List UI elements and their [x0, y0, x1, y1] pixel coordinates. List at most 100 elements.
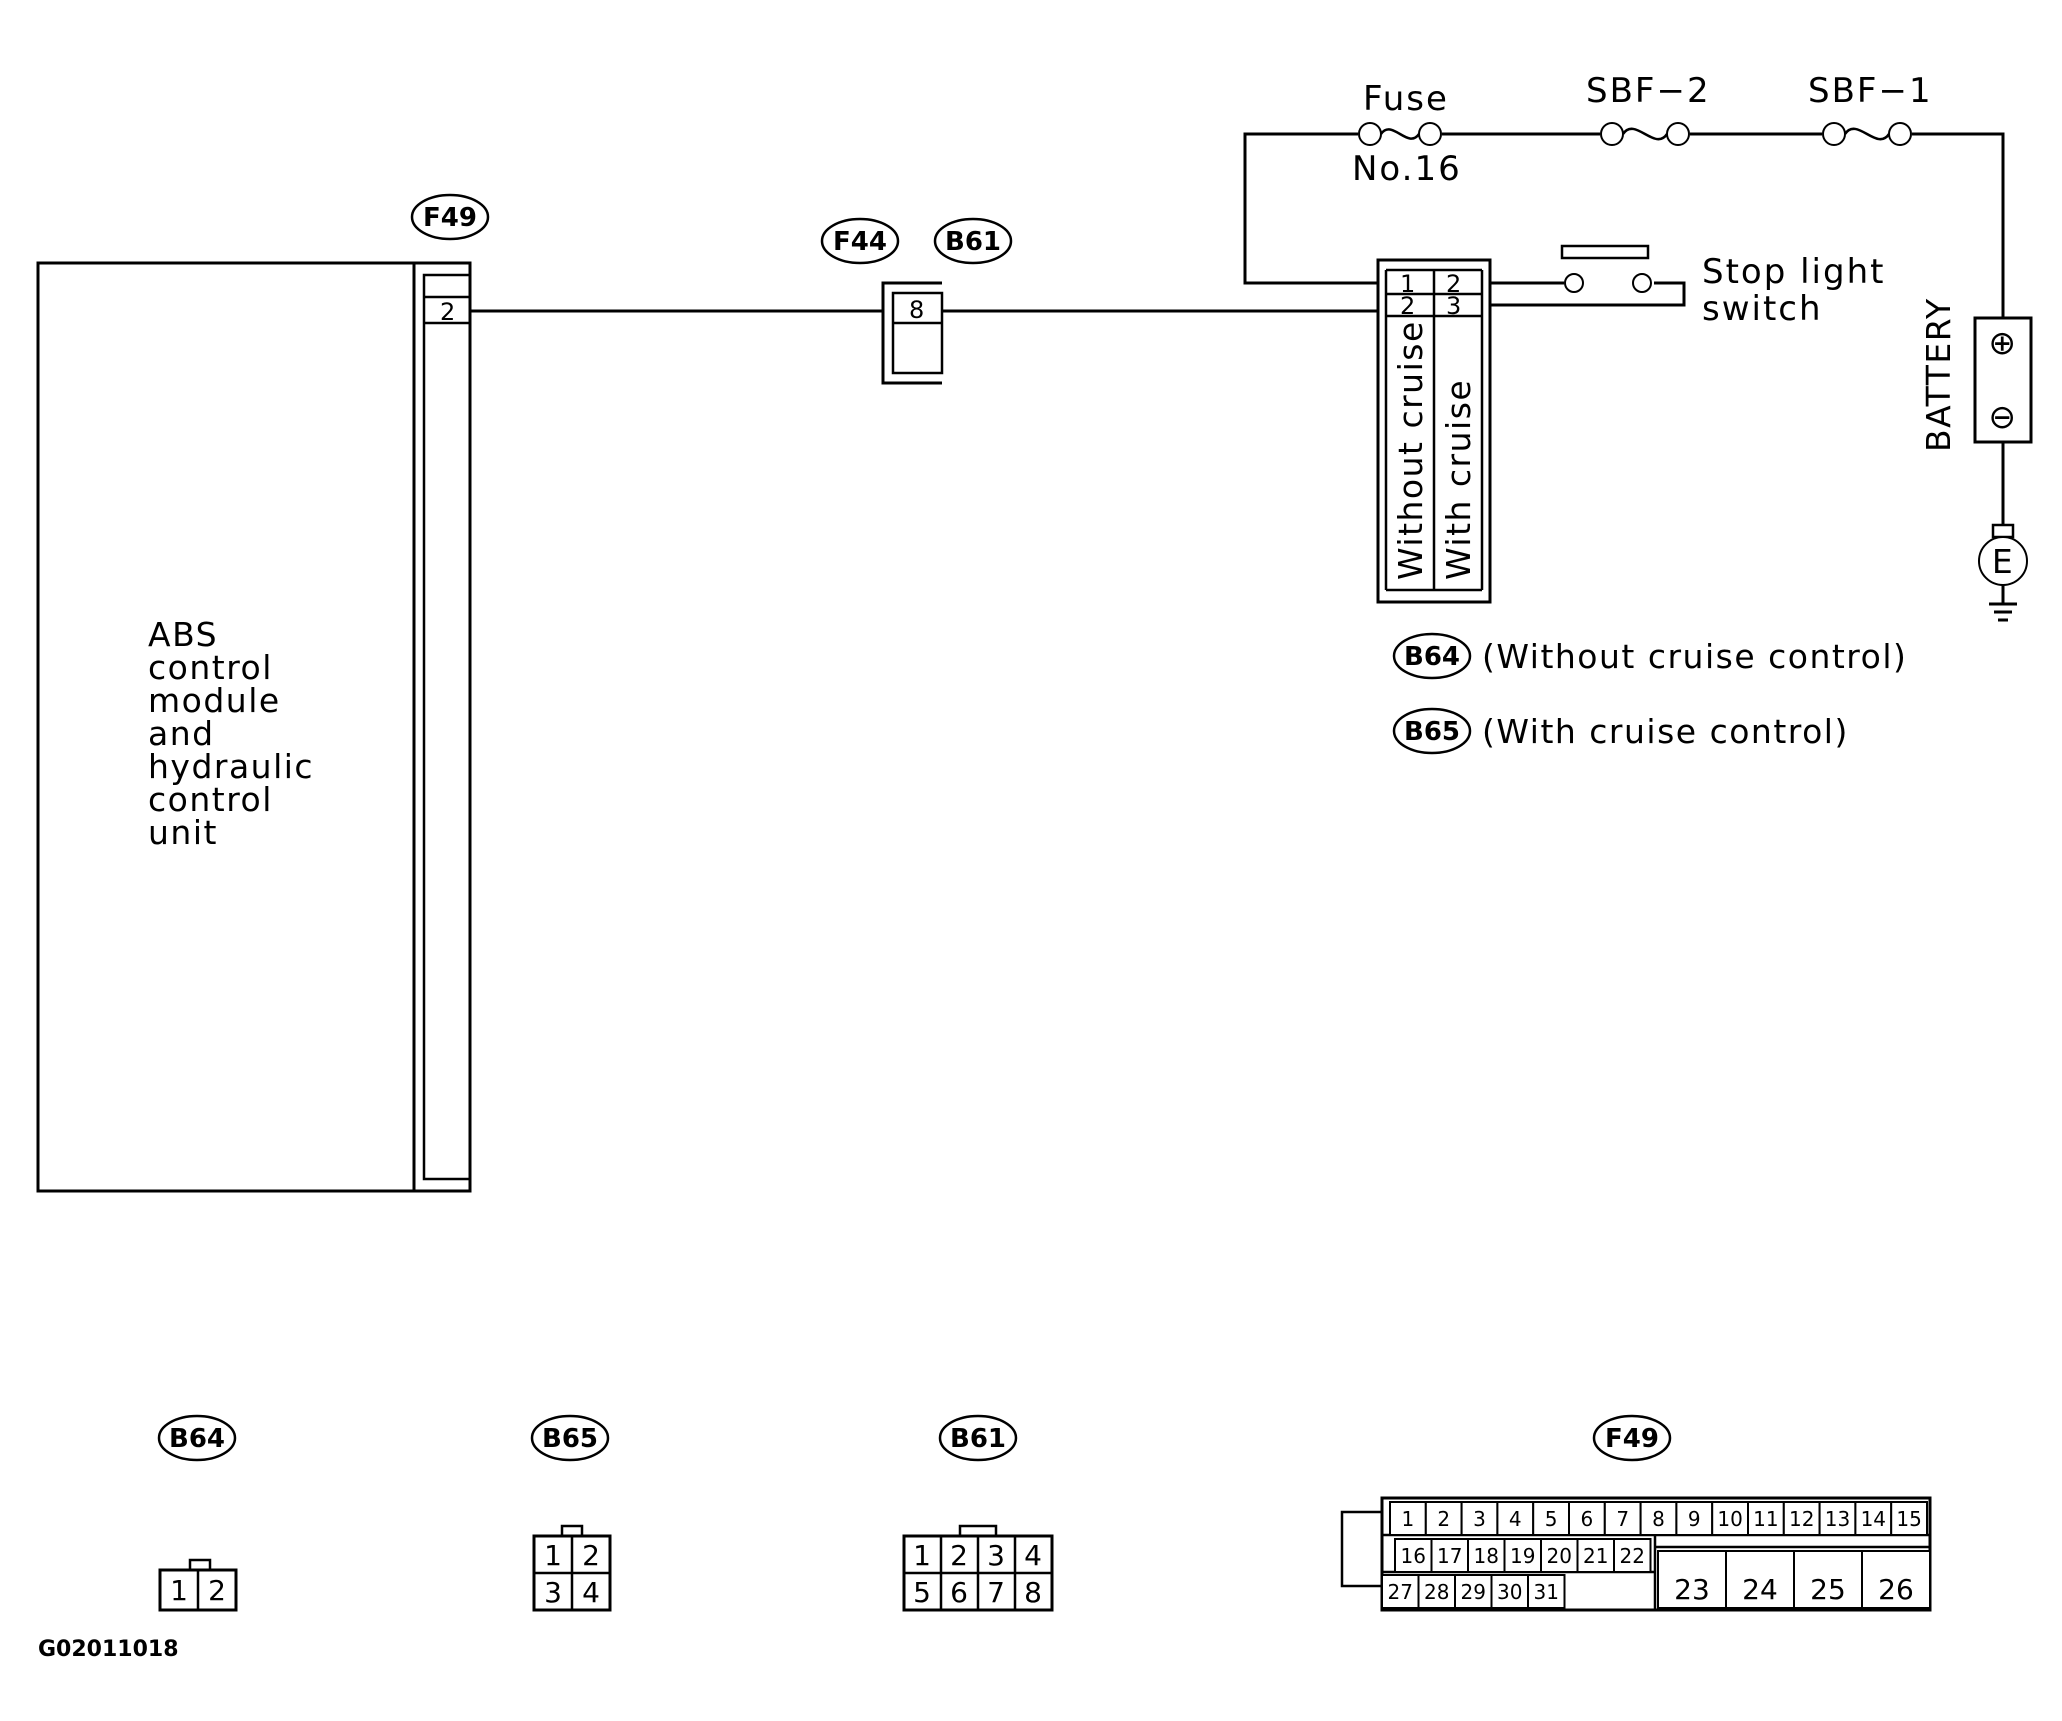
- f49-pin-cell: [1576, 1538, 1615, 1573]
- connector-face-b64: B64 1 2: [157, 1414, 238, 1612]
- svg-text:F49: F49: [1605, 1424, 1659, 1454]
- f49-pin-cell: [1890, 1501, 1928, 1536]
- f49-pin-cell: [1711, 1501, 1749, 1536]
- battery-positive-icon: ⊕: [1988, 323, 2017, 362]
- svg-text:F49: F49: [423, 203, 477, 233]
- switch-pin-3-cruise: 3: [1446, 292, 1461, 320]
- connector-f44-b61: 8: [881, 281, 944, 385]
- f49-connector-inner: [422, 273, 472, 1181]
- f49-pin-label: 30: [1497, 1580, 1522, 1604]
- svg-text:B64: B64: [1404, 642, 1460, 672]
- f49-pin-label: 7: [1616, 1507, 1629, 1531]
- f49-pin-label: 20: [1547, 1544, 1572, 1568]
- f49-pin-cell: [1381, 1574, 1420, 1609]
- svg-text:1: 1: [170, 1574, 188, 1607]
- f49-pin-cell: [1394, 1538, 1433, 1573]
- f49-pin-cell: [1527, 1574, 1566, 1609]
- note-b64: B64 (Without cruise control): [1392, 632, 1906, 680]
- svg-text:6: 6: [950, 1576, 968, 1609]
- connector-face-b61: B61 1 2 3 4 5 6 7 8: [902, 1414, 1054, 1612]
- abs-label-line-4: and: [148, 714, 215, 753]
- switch-pin-1: 1: [1400, 270, 1415, 298]
- f49-pin-label: 14: [1861, 1507, 1886, 1531]
- svg-text:B65: B65: [542, 1424, 598, 1454]
- tag-b61-top: B61: [933, 217, 1013, 265]
- sbf2-label: SBF−2: [1586, 71, 1711, 111]
- fuse-label: Fuse: [1363, 79, 1449, 119]
- switch-pin-2: 2: [1400, 292, 1415, 320]
- f49-pin-label: 31: [1534, 1580, 1559, 1604]
- f44-b61-pin-8: 8: [909, 296, 924, 324]
- f49-pin-label: 15: [1896, 1507, 1921, 1531]
- abs-label-line-2: control: [148, 648, 273, 687]
- abs-module-body: [36, 261, 416, 1193]
- abs-module-label: ABS control module and hydraulic control…: [148, 615, 314, 852]
- with-cruise-label: With cruise: [1439, 379, 1478, 580]
- f49-pin-label: 8: [1652, 1507, 1665, 1531]
- battery-negative-icon: ⊖: [1988, 397, 2017, 436]
- f49-pin-cell: [1861, 1550, 1931, 1609]
- f49-connector-strip: [412, 261, 472, 1193]
- svg-text:3: 3: [544, 1576, 562, 1609]
- f49-pin-label: 18: [1474, 1544, 1499, 1568]
- svg-text:8: 8: [1024, 1576, 1042, 1609]
- f49-pin-label: 11: [1753, 1507, 1778, 1531]
- f49-pin-cell: [1430, 1538, 1469, 1573]
- switch-pin-2-cruise: 2: [1446, 270, 1461, 298]
- f49-pin-label: 3: [1473, 1507, 1486, 1531]
- f49-pin-label: 10: [1717, 1507, 1742, 1531]
- abs-label-line-6: control: [148, 780, 273, 819]
- abs-label-line-5: hydraulic: [148, 747, 314, 786]
- svg-text:B61: B61: [945, 227, 1001, 257]
- f49-pin-label: 21: [1583, 1544, 1608, 1568]
- f49-pin-cell: [1854, 1501, 1893, 1536]
- f49-pin-cell: [1417, 1574, 1456, 1609]
- f49-pin-cell: [1490, 1574, 1529, 1609]
- fuse-no16: [1358, 122, 1442, 146]
- svg-text:2: 2: [208, 1574, 226, 1607]
- f49-pin-cell: [1725, 1550, 1795, 1609]
- f49-pin-label: 28: [1424, 1580, 1449, 1604]
- sbf1-label: SBF−1: [1808, 71, 1933, 111]
- fuse-sbf2: [1600, 122, 1690, 146]
- svg-text:4: 4: [1024, 1539, 1042, 1572]
- battery-label: BATTERY: [1919, 297, 1958, 452]
- svg-text:4: 4: [582, 1576, 600, 1609]
- f49-pin-label: 27: [1388, 1580, 1413, 1604]
- figure-code: G02011018: [38, 1637, 179, 1662]
- stop-switch-connector: 1 2 2 3 Without cruise With cruise: [1376, 258, 1492, 604]
- ground-icon: E: [1978, 523, 2028, 622]
- f49-pin-label: 12: [1789, 1507, 1814, 1531]
- f49-pin-cell: [1603, 1501, 1642, 1536]
- note-b65: B65 (With cruise control): [1392, 707, 1849, 755]
- connector-face-b65: B65 1 2 3 4: [530, 1414, 612, 1612]
- f49-pin-cell: [1454, 1574, 1493, 1609]
- f49-pin-cell: [1613, 1538, 1652, 1573]
- svg-text:5: 5: [913, 1576, 931, 1609]
- f49-pin-label: 25: [1810, 1573, 1846, 1606]
- stop-light-switch-label-2: switch: [1702, 289, 1823, 329]
- f49-pin-label: 13: [1825, 1507, 1850, 1531]
- f49-pin-label: 1: [1402, 1507, 1415, 1531]
- svg-text:1: 1: [544, 1539, 562, 1572]
- f49-pin-label: 5: [1545, 1507, 1558, 1531]
- f49-pin-label: 26: [1878, 1573, 1914, 1606]
- abs-control-module: 2: [36, 261, 472, 1193]
- svg-text:F44: F44: [833, 227, 887, 257]
- note-b65-text: (With cruise control): [1482, 712, 1849, 751]
- f49-pin-label: 4: [1509, 1507, 1522, 1531]
- f49-pin-2: 2: [440, 298, 455, 326]
- f49-pin-label: 16: [1401, 1544, 1426, 1568]
- f49-pin-cell: [1782, 1501, 1821, 1536]
- f49-pin-label: 19: [1510, 1544, 1535, 1568]
- f49-pin-cell: [1818, 1501, 1857, 1536]
- abs-label-line-7: unit: [148, 813, 218, 852]
- f49-pin-cell: [1389, 1501, 1427, 1536]
- svg-text:2: 2: [950, 1539, 968, 1572]
- fuse-sbf1: [1822, 122, 1912, 146]
- svg-text:2: 2: [582, 1539, 600, 1572]
